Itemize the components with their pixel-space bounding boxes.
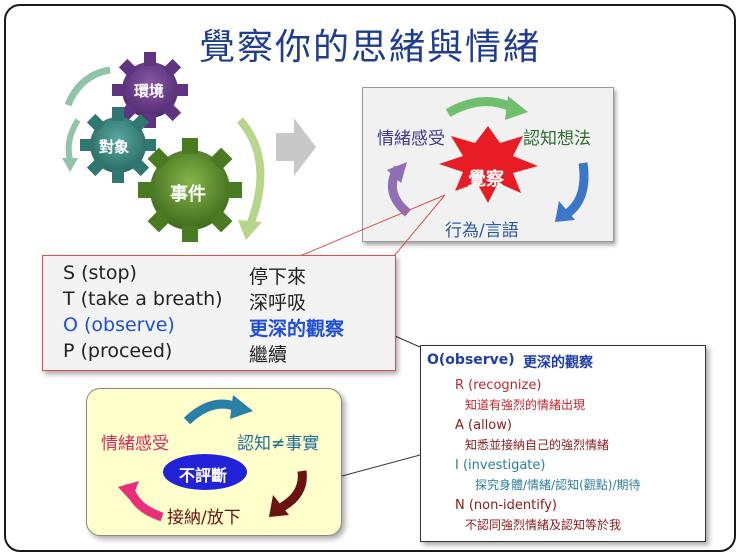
stop-s-zh: 停下來 xyxy=(249,266,307,288)
gear-label-object: 對象 xyxy=(99,138,130,156)
rain-n-desc: 不認同強烈情緒及認知等於我 xyxy=(465,518,622,532)
stop-o-en: O (observe) xyxy=(63,314,175,336)
stop-t-zh: 深呼吸 xyxy=(249,292,307,314)
arrow-right-head xyxy=(238,220,262,240)
stop-o-zh: 更深的觀察 xyxy=(249,318,345,340)
observe-heading-zh: 更深的觀察 xyxy=(523,355,593,371)
observe-box: O(observe) 更深的觀察 R (recognize) 知道有強烈的情緒出… xyxy=(420,345,706,542)
acceptance-arrows xyxy=(118,395,307,522)
non-judgment-ellipse xyxy=(163,454,247,490)
rain-i-label: I (investigate) xyxy=(455,458,546,473)
cycle-emotion: 情緒感受 xyxy=(377,129,445,149)
stop-t-en: T (take a breath) xyxy=(63,288,223,310)
stop-box: S (stop) 停下來 T (take a breath) 深呼吸 O (ob… xyxy=(42,255,396,371)
rain-n-label: N (non-identify) xyxy=(455,498,557,513)
acceptance-cognition: 認知≠事實 xyxy=(237,434,320,454)
gear-object xyxy=(80,107,156,183)
cycle-behavior: 行為/言語 xyxy=(445,221,519,241)
rain-i-desc: 探究身體/情緒/認知(觀點)/期待 xyxy=(475,478,641,492)
arrow-right xyxy=(236,117,265,227)
arrow-left xyxy=(65,118,81,161)
gear-event xyxy=(138,138,242,242)
gear-environment xyxy=(112,52,188,128)
acceptance-box: 情緒感受 認知≠事實 不評斷 接納/放下 xyxy=(86,388,342,536)
rain-a-label: A (allow) xyxy=(455,418,512,433)
acceptance-center: 不評斷 xyxy=(179,466,228,485)
rain-a-desc: 知悉並接納自己的強烈情緒 xyxy=(465,438,610,452)
arrow-left-head xyxy=(62,158,78,172)
gear-label-environment: 環境 xyxy=(134,82,165,100)
stop-s-en: S (stop) xyxy=(63,262,137,284)
cycle-center: 覺察 xyxy=(468,169,504,190)
rain-r-desc: 知道有強烈的情緒出現 xyxy=(465,398,586,412)
arrow-top-left xyxy=(64,66,111,107)
cycle-arrows xyxy=(387,96,589,222)
page-title: 覺察你的思緒與情緒 xyxy=(198,27,541,68)
gear-label-event: 事件 xyxy=(170,184,206,205)
transition-arrow xyxy=(276,118,316,176)
rain-r-label: R (recognize) xyxy=(455,378,542,393)
acceptance-accept: 接納/放下 xyxy=(167,508,241,528)
acceptance-emotion: 情緒感受 xyxy=(101,434,169,454)
awareness-burst xyxy=(439,126,538,203)
observe-heading-en: O(observe) xyxy=(427,352,515,368)
cycle-cognition: 認知想法 xyxy=(523,129,591,149)
stop-p-zh: 繼續 xyxy=(249,344,288,366)
stop-p-en: P (proceed) xyxy=(63,340,173,362)
awareness-cycle-box: 情緒感受 認知想法 行為/言語 覺察 xyxy=(362,87,614,242)
gears-illustration xyxy=(62,52,265,242)
